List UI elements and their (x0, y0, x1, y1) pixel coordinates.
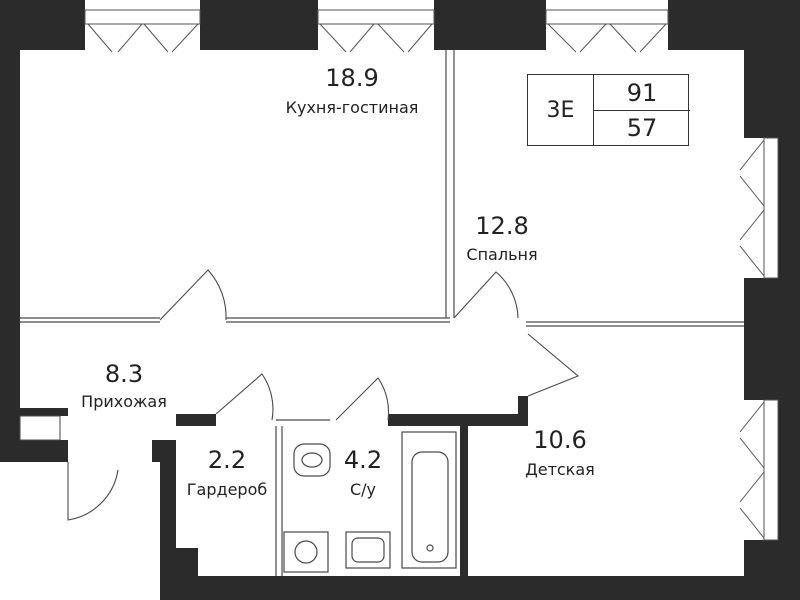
kitchen-name: Кухня-гостиная (285, 98, 419, 117)
apartment-code: 3E (528, 75, 594, 145)
wardrobe-area: 2.2 (207, 446, 247, 474)
doors (67, 269, 580, 521)
bathroom-name: С/у (349, 480, 377, 499)
hallway-area: 8.3 (104, 360, 144, 388)
interior-walls (19, 50, 744, 576)
apartment-badge: 3E 91 57 (527, 74, 690, 146)
windows (84, 0, 779, 541)
kids-room-name: Детская (525, 460, 595, 479)
bathroom-area: 4.2 (343, 446, 383, 474)
living-area: 57 (626, 114, 658, 142)
bedroom-name: Спальня (466, 245, 538, 264)
wardrobe-name: Гардероб (186, 480, 268, 499)
total-area: 91 (594, 75, 690, 111)
bedroom-area: 12.8 (475, 212, 529, 240)
hallway-name: Прихожая (81, 392, 167, 411)
kitchen-area: 18.9 (325, 64, 379, 92)
kids-room-area: 10.6 (533, 426, 587, 454)
bathroom-fixtures (283, 431, 457, 573)
